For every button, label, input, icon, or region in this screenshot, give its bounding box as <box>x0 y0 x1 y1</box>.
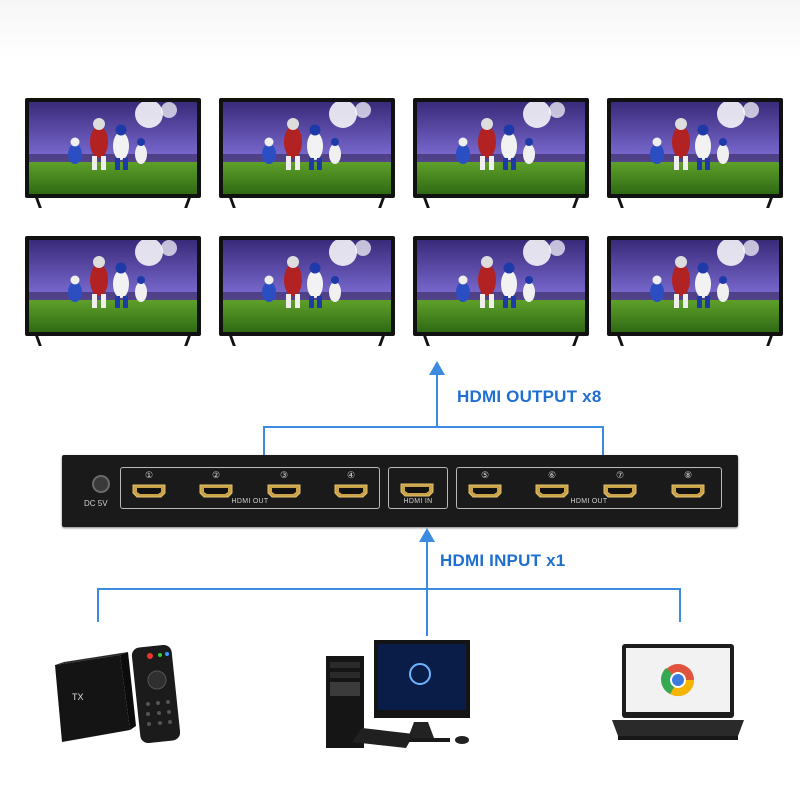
tv-foot-right <box>184 198 191 208</box>
tv-display-8 <box>607 236 783 348</box>
hdmi-output-port-7 <box>603 484 637 498</box>
output-bracket-left <box>263 426 265 462</box>
tv-screen-football-scene <box>29 102 197 194</box>
output-bracket-right <box>602 426 604 462</box>
hdmi-out-label-right: HDMI OUT <box>570 498 608 505</box>
tv-foot-right <box>184 336 191 346</box>
tv-foot-left <box>35 336 42 346</box>
tv-foot-left <box>35 198 42 208</box>
tv-display-3 <box>413 98 589 210</box>
tv-screen-football-scene <box>29 240 197 332</box>
tv-screen-football-scene <box>611 102 779 194</box>
faint-footer-strip <box>0 770 800 800</box>
tv-screen-football-scene <box>611 240 779 332</box>
mouse <box>455 736 469 744</box>
input-bracket-left <box>97 588 99 622</box>
remote-control <box>131 644 180 744</box>
output-bracket-top <box>263 426 604 428</box>
tv-foot-left <box>229 336 236 346</box>
port-number-2: ② <box>211 470 221 480</box>
input-label: HDMI INPUT x1 <box>440 551 566 570</box>
dc-power-jack <box>92 475 110 493</box>
tv-screen-football-scene <box>417 102 585 194</box>
monitor <box>374 640 470 742</box>
desktop-computer <box>326 640 470 748</box>
hdmi-output-port-2 <box>199 484 233 498</box>
hdmi-output-port-6 <box>535 484 569 498</box>
output-arrow-shaft <box>436 372 438 428</box>
hdmi-out-group-left: HDMI OUT <box>120 467 380 509</box>
tv-screen-football-scene <box>223 102 391 194</box>
tv-foot-right <box>378 336 385 346</box>
port-number-5: ⑤ <box>480 470 490 480</box>
output-label: HDMI OUTPUT x8 <box>457 387 602 406</box>
port-number-3: ③ <box>279 470 289 480</box>
hdmi-output-port-4 <box>334 484 368 498</box>
tv-foot-right <box>378 198 385 208</box>
tv-display-6 <box>219 236 395 348</box>
tv-box-logo: TX <box>72 692 84 702</box>
keyboard <box>352 728 414 748</box>
hdmi-in-group: HDMI IN <box>388 467 448 509</box>
input-bracket-top <box>97 588 681 590</box>
pc-tower <box>326 656 364 748</box>
tv-foot-right <box>572 336 579 346</box>
tv-foot-left <box>423 336 430 346</box>
hdmi-output-port-5 <box>468 484 502 498</box>
tv-foot-left <box>617 336 624 346</box>
input-arrow-head-icon <box>419 528 435 542</box>
tv-foot-right <box>766 198 773 208</box>
hdmi-splitter: DC 5V HDMI OUT HDMI IN HDMI OUT ① ② ③ ④ ⑤ ⑥ ⑦ ⑧ <box>62 455 738 527</box>
input-bracket-right <box>679 588 681 622</box>
port-number-1: ① <box>144 470 154 480</box>
output-arrow-head-icon <box>429 361 445 375</box>
tv-foot-right <box>766 336 773 346</box>
tv-display-4 <box>607 98 783 210</box>
hdmi-out-group-right: HDMI OUT <box>456 467 722 509</box>
tv-foot-left <box>617 198 624 208</box>
port-number-8: ⑧ <box>683 470 693 480</box>
tv-display-1 <box>25 98 201 210</box>
tv-screen-football-scene <box>223 240 391 332</box>
hdmi-input-port <box>400 483 434 497</box>
laptop <box>612 644 744 740</box>
tv-display-7 <box>413 236 589 348</box>
hdmi-out-label-left: HDMI OUT <box>231 498 269 505</box>
tv-box-with-remote: TX <box>55 644 180 744</box>
tv-display-2 <box>219 98 395 210</box>
tv-foot-left <box>229 198 236 208</box>
hdmi-output-port-3 <box>267 484 301 498</box>
tv-screen-football-scene <box>417 240 585 332</box>
port-number-7: ⑦ <box>615 470 625 480</box>
tv-foot-left <box>423 198 430 208</box>
dc-label: DC 5V <box>84 499 108 508</box>
faint-header-strip <box>0 0 800 60</box>
hdmi-output-port-8 <box>671 484 705 498</box>
port-number-4: ④ <box>346 470 356 480</box>
hdmi-output-port-1 <box>132 484 166 498</box>
tv-foot-right <box>572 198 579 208</box>
tv-display-5 <box>25 236 201 348</box>
hdmi-in-label: HDMI IN <box>403 498 433 505</box>
port-number-6: ⑥ <box>547 470 557 480</box>
